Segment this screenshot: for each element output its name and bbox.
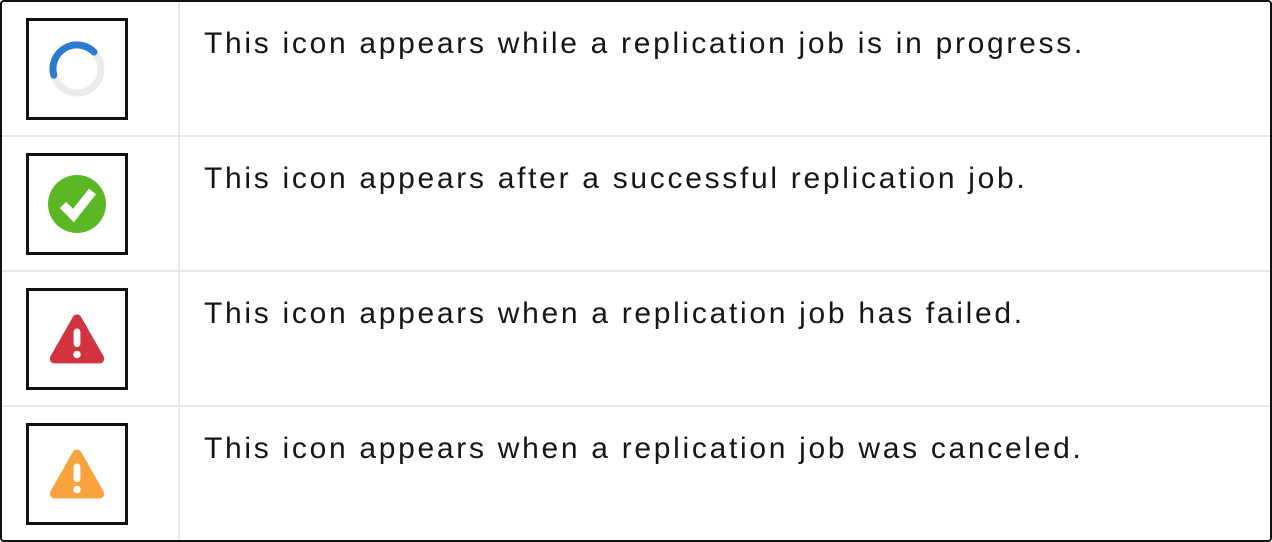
table-row-icon-cell xyxy=(2,137,178,270)
icon-box xyxy=(26,422,128,525)
table-row-icon-cell xyxy=(2,272,178,405)
table-row-icon-cell xyxy=(2,2,178,135)
table-row-description: This icon appears after a successful rep… xyxy=(180,137,1270,270)
failed-warning-icon xyxy=(49,314,105,364)
icon-box xyxy=(26,152,128,255)
table-row-icon-cell xyxy=(2,407,178,540)
table-row-description: This icon appears when a replication job… xyxy=(180,407,1270,540)
table-row-description: This icon appears when a replication job… xyxy=(180,272,1270,405)
canceled-warning-icon xyxy=(49,449,105,499)
icon-box xyxy=(26,17,128,120)
success-check-icon xyxy=(48,174,106,233)
icon-box xyxy=(26,287,128,390)
in-progress-spinner-icon xyxy=(49,40,105,96)
table-row-description: This icon appears while a replication jo… xyxy=(180,2,1270,135)
